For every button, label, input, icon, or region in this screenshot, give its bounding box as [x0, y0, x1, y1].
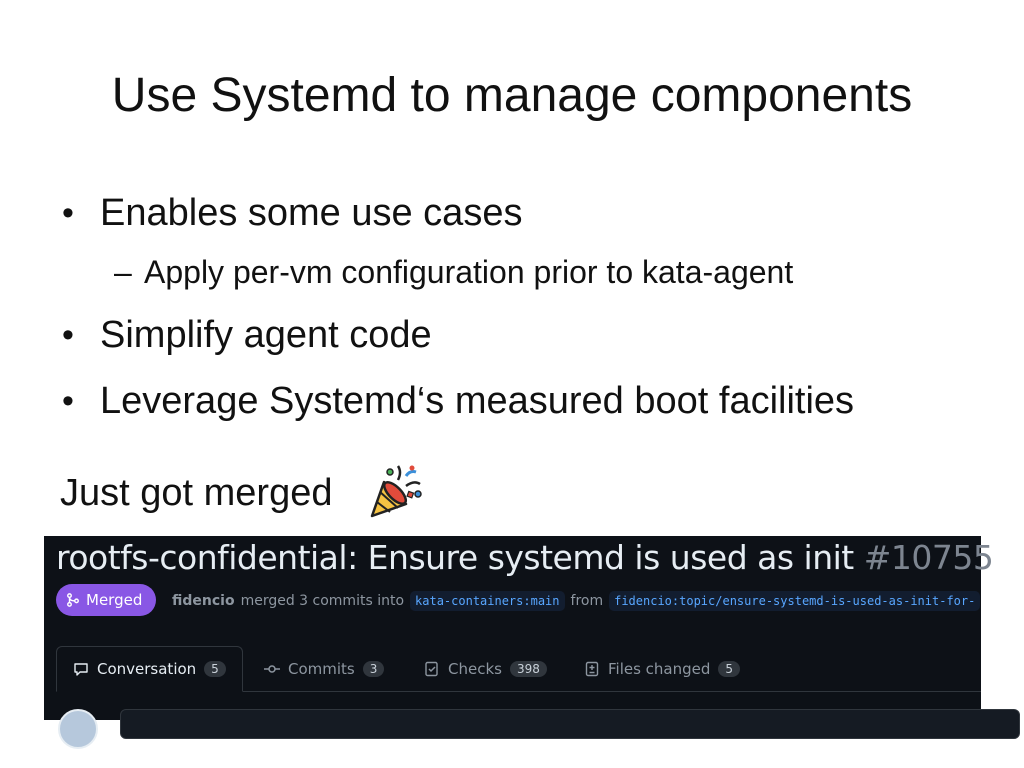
- footer-text: Just got merged: [60, 472, 333, 514]
- commit-icon: [264, 665, 280, 673]
- tab-label: Files changed: [608, 660, 711, 678]
- pr-tab-bar: Conversation 5 Commits 3 Checks 398: [56, 646, 981, 692]
- from-text: from: [570, 593, 604, 609]
- comment-box: [120, 709, 1020, 739]
- pr-title: rootfs-confidential: Ensure systemd is u…: [56, 538, 994, 577]
- merged-status-badge: Merged: [56, 584, 157, 616]
- pr-title-text: rootfs-confidential: Ensure systemd is u…: [56, 538, 854, 577]
- tab-label: Checks: [448, 660, 502, 678]
- pr-number: #10755: [863, 538, 994, 577]
- pr-meta: fidencio merged 3 commits into kata-cont…: [172, 591, 981, 611]
- tab-label: Conversation: [97, 660, 197, 678]
- merge-icon: [67, 593, 79, 607]
- party-popper-icon: [368, 462, 426, 520]
- comment-icon: [74, 663, 88, 676]
- tab-commits[interactable]: Commits 3: [248, 646, 400, 692]
- tab-counter: 5: [204, 661, 226, 677]
- tab-counter: 5: [718, 661, 741, 677]
- base-branch[interactable]: kata-containers:main: [410, 591, 565, 611]
- github-pr-screenshot: rootfs-confidential: Ensure systemd is u…: [44, 536, 1020, 749]
- bullet-text: Leverage Systemd‘s measured boot facilit…: [100, 380, 855, 422]
- merge-text: merged 3 commits into: [240, 593, 405, 609]
- bullet-text: Simplify agent code: [100, 314, 432, 356]
- tab-bar-divider: [56, 691, 981, 692]
- diff-icon: [585, 661, 599, 677]
- avatar[interactable]: [58, 709, 98, 749]
- sub-bullet-text: Apply per-vm configuration prior to kata…: [144, 254, 794, 290]
- bullet-text: Enables some use cases: [100, 192, 523, 234]
- head-branch[interactable]: fidencio:topic/ensure-systemd-is-used-as…: [609, 591, 981, 611]
- tab-checks[interactable]: Checks 398: [408, 646, 563, 692]
- slide-title: Use Systemd to manage components: [111, 69, 913, 122]
- sub-bullet-marker: –: [114, 254, 132, 290]
- merged-status-label: Merged: [86, 591, 143, 609]
- checklist-icon: [425, 661, 438, 677]
- tab-counter: 398: [509, 661, 547, 677]
- tab-label: Commits: [288, 660, 355, 678]
- pr-author-link[interactable]: fidencio: [172, 593, 235, 609]
- tab-files-changed[interactable]: Files changed 5: [568, 646, 756, 692]
- bullet-marker: •: [62, 194, 74, 232]
- bullet-marker: •: [62, 382, 74, 420]
- tab-conversation[interactable]: Conversation 5: [56, 646, 243, 692]
- bullet-marker: •: [62, 316, 74, 354]
- tab-counter: 3: [362, 661, 385, 677]
